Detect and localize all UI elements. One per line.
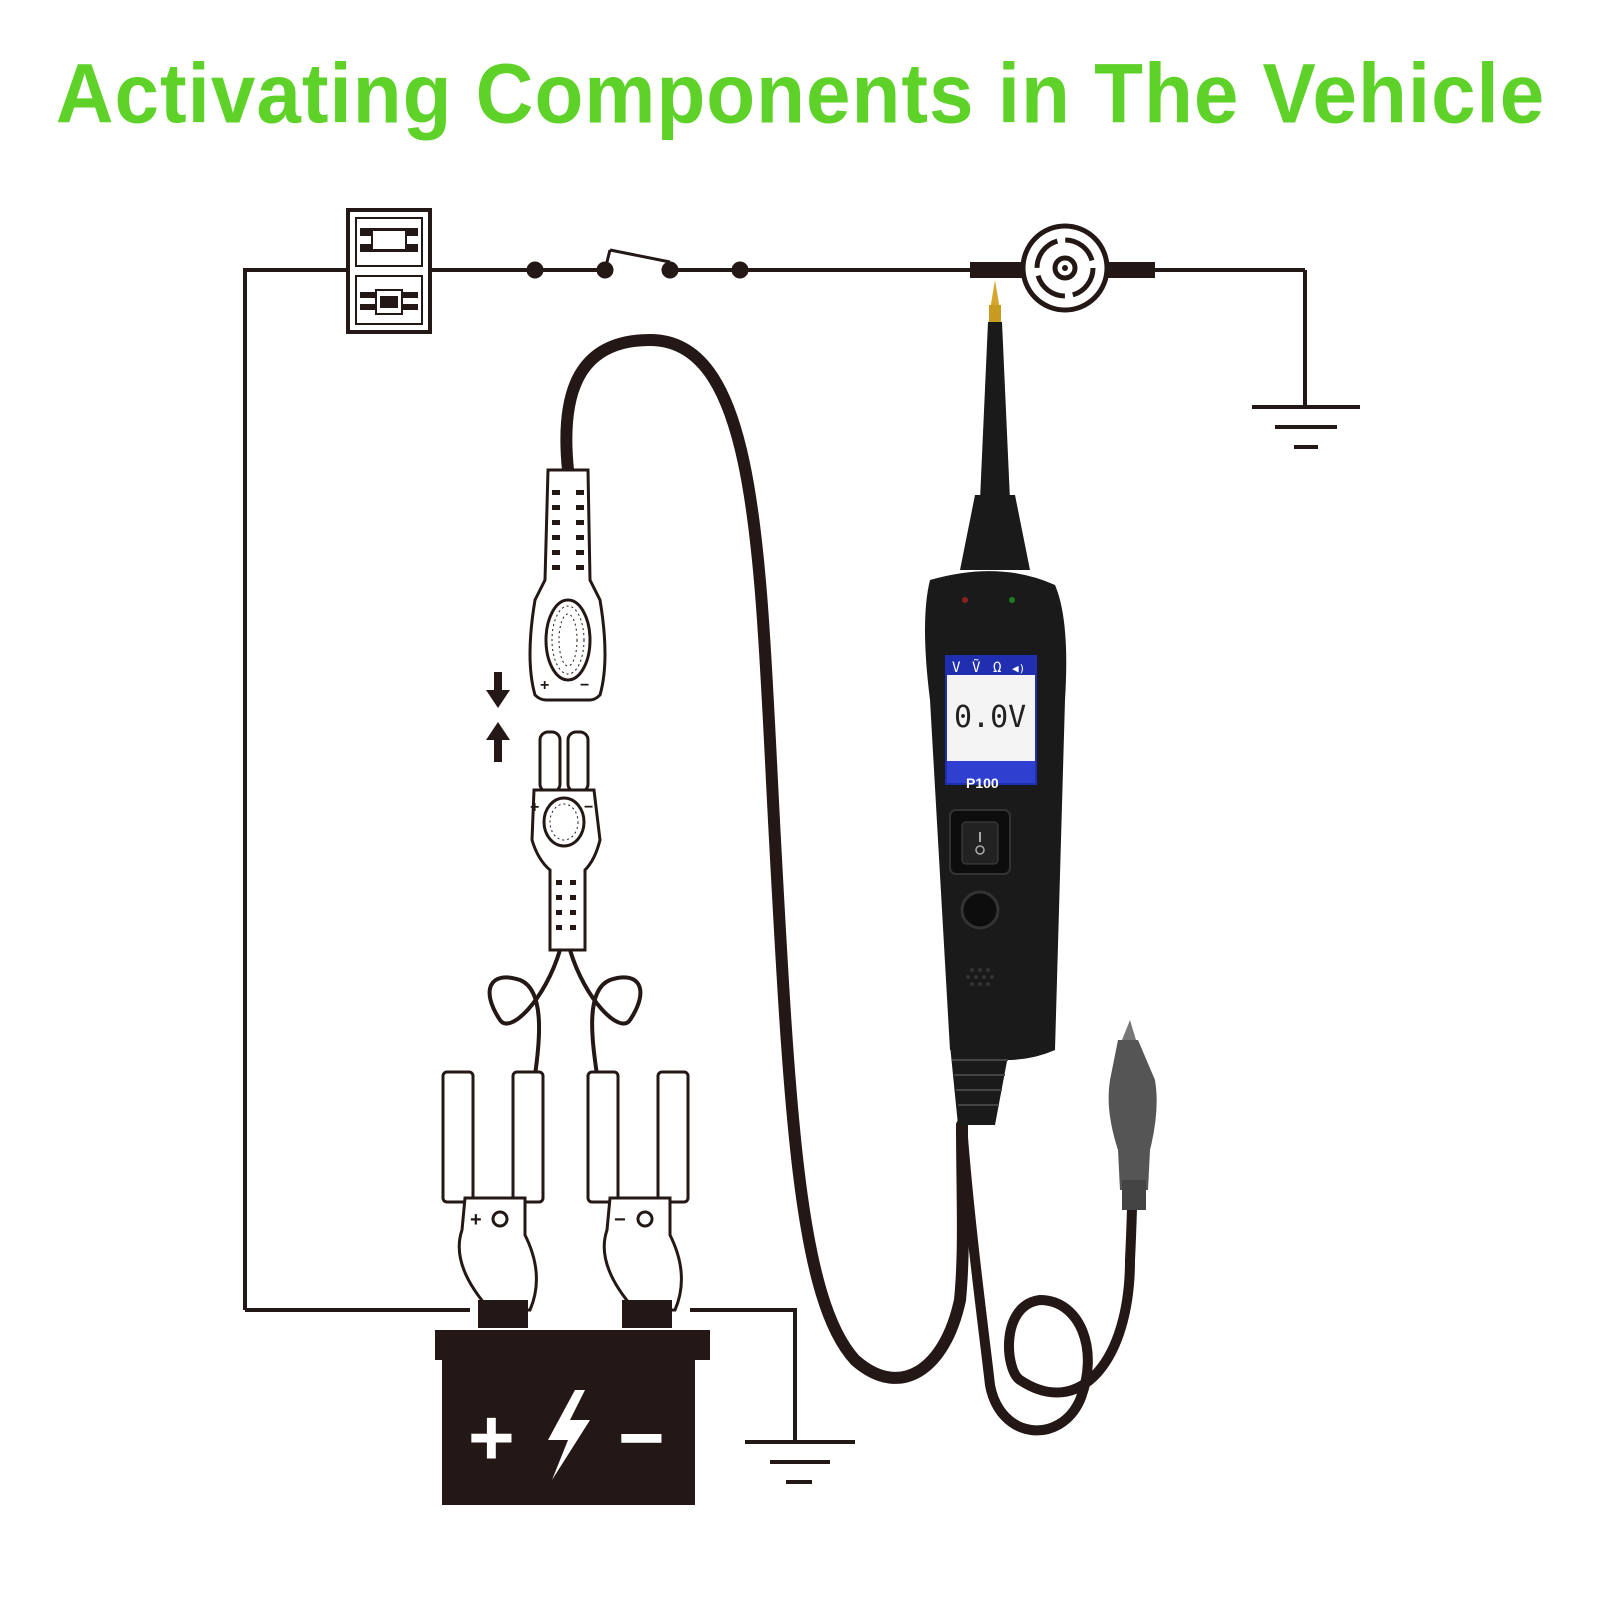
ground-icon [745, 1440, 855, 1484]
strain-relief [950, 1045, 1010, 1125]
fuse-icon [346, 208, 432, 334]
alligator-clip-icon [1108, 1020, 1157, 1210]
device-model-label: P100 [966, 775, 999, 791]
mode-resistance-icon: Ω [993, 660, 1001, 676]
battery-icon [435, 1300, 710, 1505]
arrow-down-icon [486, 672, 510, 708]
ground-lead-cable [957, 1120, 1138, 1436]
negative-clamp-label: − [614, 1209, 626, 1231]
power-rocker-switch [949, 809, 1011, 875]
voltage-reading: 0.0V [954, 700, 1026, 735]
mode-buzzer-icon: ◀) [1012, 662, 1025, 675]
battery-plus-label: + [468, 1393, 515, 1482]
mode-button [960, 890, 1000, 930]
connector-minus-label: − [580, 677, 589, 694]
male-connector-minus-label: − [584, 799, 593, 816]
power-cable [560, 333, 969, 1384]
mode-dc-voltage-icon: V [952, 660, 961, 676]
switch-icon [526, 248, 749, 279]
page-title: Activating Components in The Vehicle [55, 46, 1546, 141]
male-connector-icon [530, 730, 602, 952]
female-connector-icon [528, 468, 607, 702]
probe-tip-icon [960, 280, 1030, 570]
lamp-icon [970, 223, 1155, 313]
mode-ac-voltage-icon: Ṽ [972, 659, 981, 676]
speaker-grille-icon [966, 968, 994, 986]
male-connector-plus-label: + [530, 799, 539, 816]
connector-plus-label: + [540, 677, 549, 694]
arrow-up-icon [486, 722, 510, 762]
negative-clamp-icon [586, 1070, 690, 1312]
battery-minus-label: − [618, 1393, 665, 1482]
clamp-leads [487, 949, 643, 1076]
positive-clamp-label: + [470, 1209, 482, 1231]
positive-clamp-icon [441, 1070, 545, 1312]
ground-icon [1252, 405, 1360, 449]
circuit-wires [243, 268, 1307, 1440]
